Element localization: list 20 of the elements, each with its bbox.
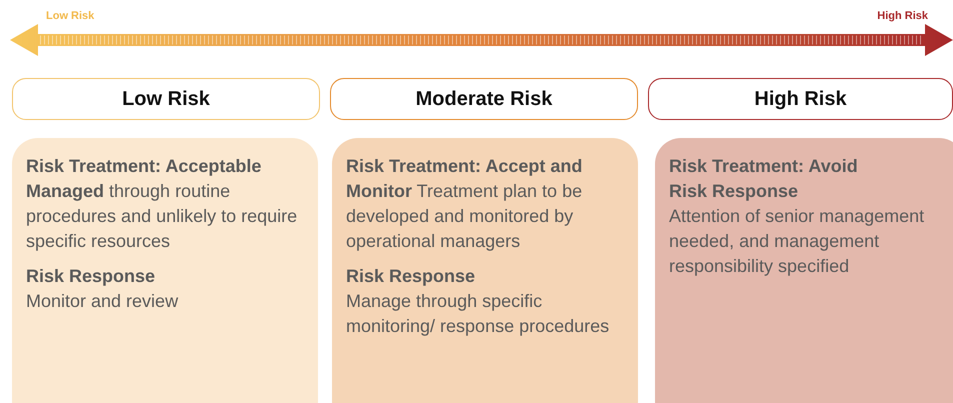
scale-end-label: Low Risk — [46, 10, 94, 22]
section-heading: Risk Response — [346, 265, 476, 288]
risk-level-header — [330, 78, 638, 120]
header-title: High Risk — [754, 88, 847, 110]
description-text: Attention of senior management needed, and management responsibility specified — [669, 205, 926, 278]
header-title: Moderate Risk — [416, 88, 552, 110]
description-text: Monitor and review — [26, 290, 180, 313]
scale-end-label: High Risk — [877, 10, 928, 22]
section-heading: Risk Response — [26, 265, 156, 288]
risk-card — [12, 138, 318, 403]
risk-card — [655, 138, 953, 403]
description-text: Manage through specific monitoring/ response procedures — [346, 290, 610, 338]
description-text: Risk Treatment: Accept and Monitor Treatment plan to be developed and monitored by operational managers — [346, 155, 584, 253]
section-heading: Risk Response — [669, 180, 800, 203]
description-text: Risk Treatment: Acceptable Managed through routine procedures and unlikely to require specific resources — [26, 155, 298, 253]
header-title: Low Risk — [122, 88, 210, 110]
risk-card — [332, 138, 638, 403]
risk-level-header — [648, 78, 953, 120]
section-heading: Risk Treatment: Avoid — [669, 155, 859, 178]
risk-level-header — [12, 78, 320, 120]
